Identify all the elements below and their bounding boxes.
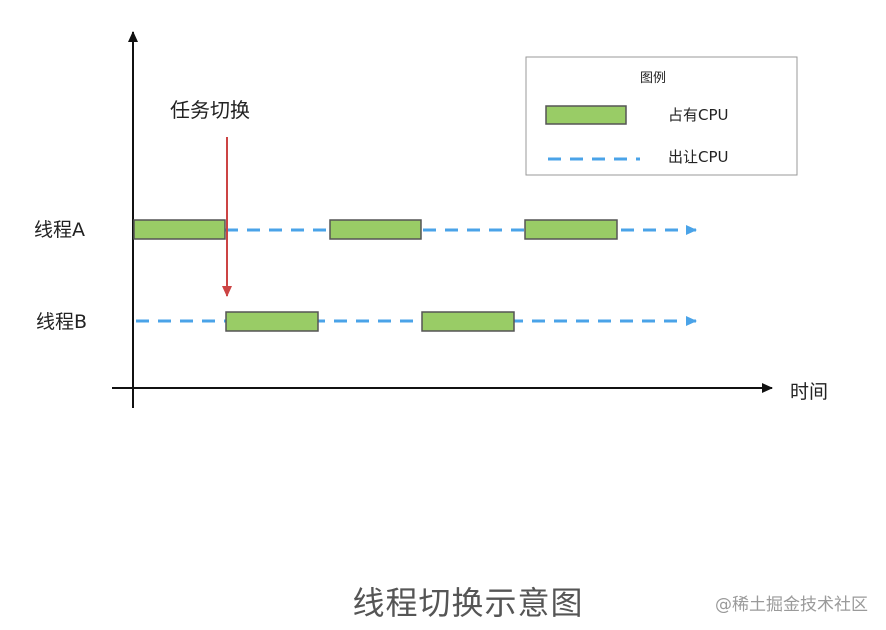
thread-switch-diagram: 时间 线程A 线程B 任务切换 图例 占有CPU 出让CPU bbox=[34, 31, 828, 408]
thread-b-cpu-bar-2 bbox=[421, 311, 515, 332]
thread-a-cpu-bar-2 bbox=[329, 219, 422, 240]
x-axis-label: 时间 bbox=[790, 381, 828, 403]
figure-caption: 线程切换示意图 bbox=[352, 584, 584, 622]
task-switch-label: 任务切换 bbox=[170, 98, 250, 122]
watermark: @稀土掘金技术社区 bbox=[715, 595, 868, 615]
legend-yield-label: 出让CPU bbox=[668, 148, 729, 166]
legend-occupy-label: 占有CPU bbox=[668, 106, 729, 124]
legend: 图例 占有CPU 出让CPU bbox=[525, 56, 798, 176]
legend-cpu-bar-swatch bbox=[545, 105, 627, 125]
legend-title: 图例 bbox=[640, 71, 666, 86]
thread-a-cpu-bar-3 bbox=[524, 219, 618, 240]
thread-a-cpu-bar-1 bbox=[133, 219, 226, 240]
thread-a-label: 线程A bbox=[34, 219, 85, 241]
thread-b-cpu-bar-1 bbox=[225, 311, 319, 332]
thread-b-label: 线程B bbox=[36, 311, 87, 333]
